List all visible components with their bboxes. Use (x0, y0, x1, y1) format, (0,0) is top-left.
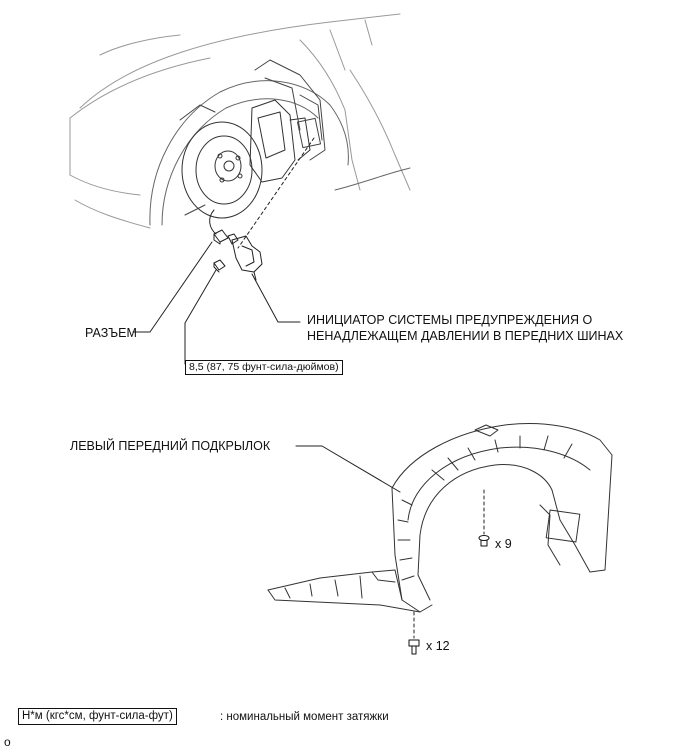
fender-liner (267, 422, 613, 613)
leader-liner (295, 445, 401, 493)
clip-fastener-icon (478, 535, 490, 547)
bolts-count-label: x 12 (426, 639, 450, 653)
wheel-arch (149, 80, 411, 226)
sensor-wire (209, 209, 217, 235)
leader-connector (132, 241, 213, 333)
bolt-fastener-icon (408, 639, 420, 655)
brake-disc (181, 121, 263, 219)
leader-torque (184, 269, 217, 365)
leader-initiator (251, 273, 301, 323)
guide-line-dashed (237, 137, 315, 249)
torque-legend-description: : номинальный момент затяжки (220, 711, 389, 723)
torque-unit-legend-box: Н*м (кгс*см, фунт-сила-фут) (18, 708, 177, 725)
suspension (179, 59, 326, 216)
clip-part (213, 259, 226, 273)
initiator-label-line2: НЕНАДЛЕЖАЩЕМ ДАВЛЕНИИ В ПЕРЕДНИХ ШИНАХ (307, 329, 624, 343)
car-body-outline (69, 13, 411, 229)
connector-label: РАЗЪЕМ (85, 326, 137, 340)
tpms-initiator-part (227, 233, 263, 281)
connector-part (213, 229, 229, 245)
clips-count-label: x 9 (495, 537, 512, 551)
initiator-label-line1: ИНИЦИАТОР СИСТЕМЫ ПРЕДУПРЕЖДЕНИЯ О (307, 313, 593, 327)
fender-liner-label: ЛЕВЫЙ ПЕРЕДНИЙ ПОДКРЫЛОК (70, 439, 271, 453)
footer-mark: o (4, 735, 11, 749)
torque-spec-label: 8,5 (87, 75 фунт-сила-дюймов) (185, 360, 343, 375)
